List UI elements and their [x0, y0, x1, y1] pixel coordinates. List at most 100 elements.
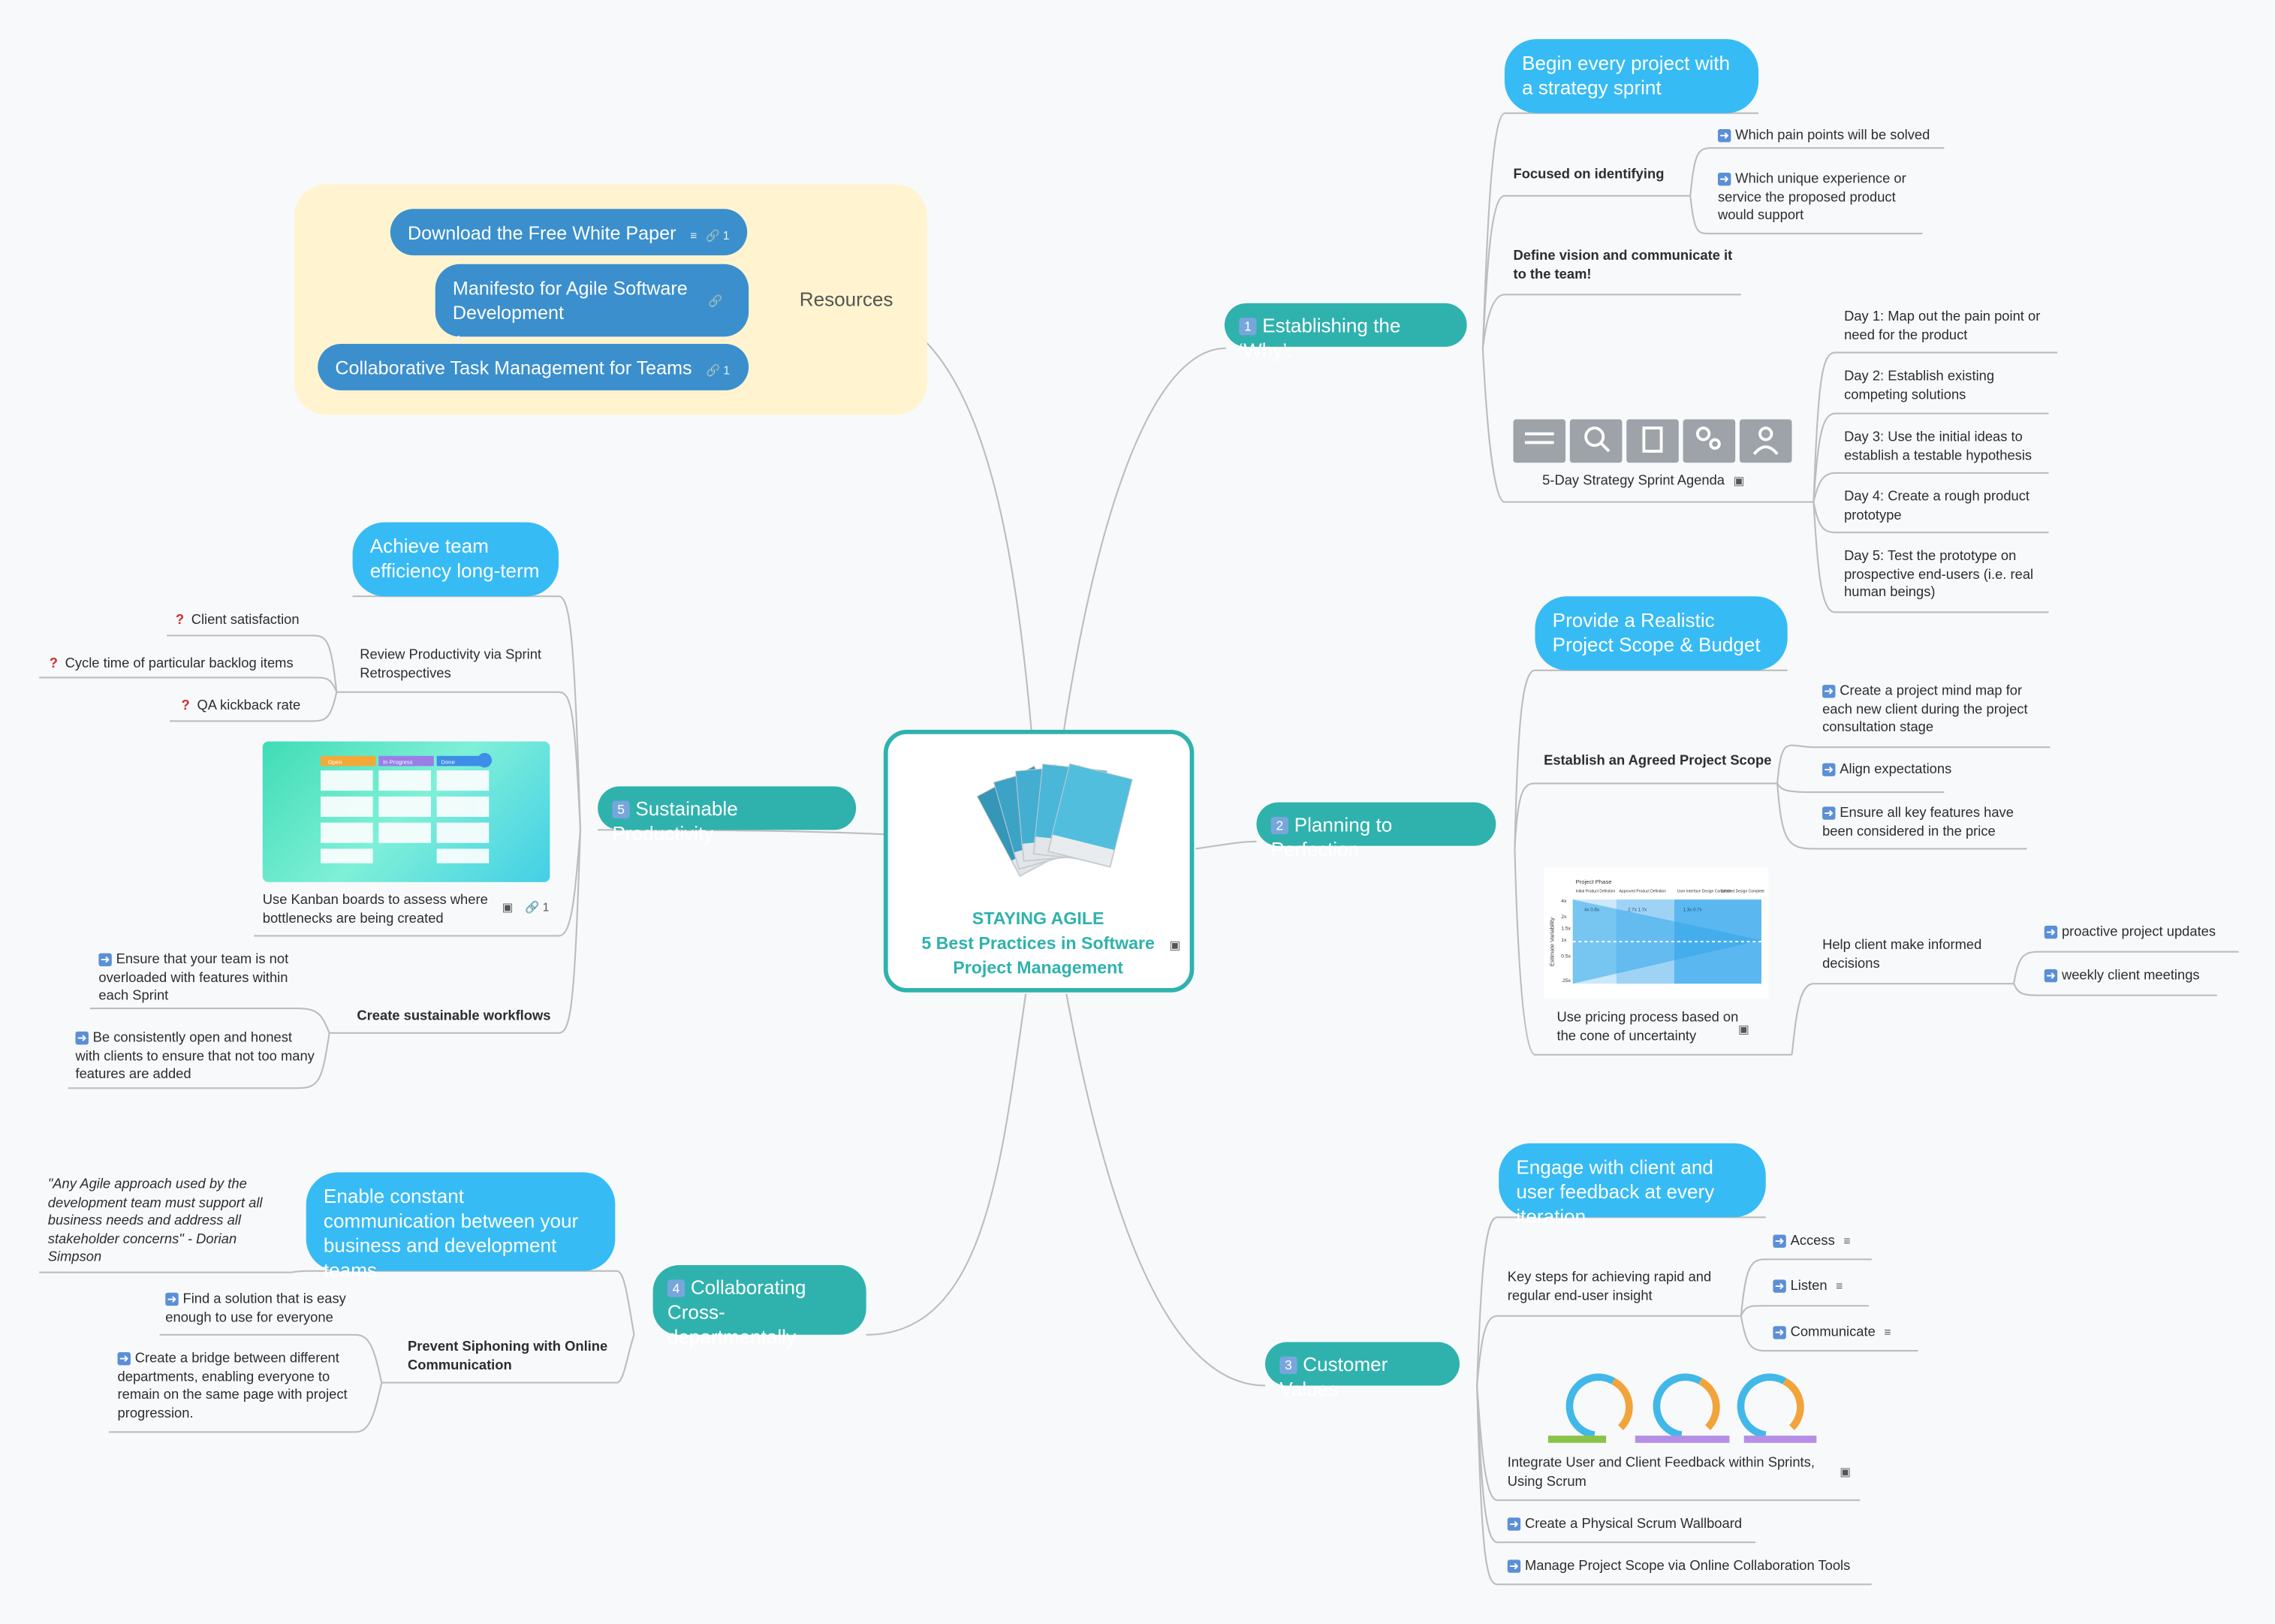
branch-label: Establishing the ‘Why’: [1239, 315, 1401, 362]
chart-axis-label: Estimate Variability [1549, 917, 1556, 966]
key-item-listen[interactable]: ➜Listen≡ [1773, 1278, 1843, 1296]
prevent-item-text: Find a solution that is easy enough to u… [165, 1291, 346, 1326]
kanban-topic[interactable]: Use Kanban boards to assess where bottle… [262, 892, 488, 926]
workflow-item-text: Be consistently open and honest with cli… [75, 1030, 315, 1083]
prevent-item-2[interactable]: ➜Create a bridge between different depar… [117, 1351, 365, 1424]
image-icon: ▣ [1738, 1023, 1749, 1036]
focused-item-text: Which unique experience or service the p… [1717, 171, 1906, 224]
extra-item-text: Manage Project Scope via Online Collabor… [1524, 1558, 1851, 1574]
prevent-item-1[interactable]: ➜Find a solution that is easy enough to … [165, 1291, 369, 1327]
kanban-icons: ▣ 🔗 1 [502, 901, 550, 914]
callout-team-efficiency[interactable]: Achieve team efficiency long-term [352, 522, 559, 597]
workflow-item-1[interactable]: ➜Ensure that your team is not overloaded… [98, 952, 309, 1006]
key-item-text: Access [1790, 1233, 1835, 1249]
link-count: 1 [723, 364, 730, 378]
resource-white-paper-link[interactable]: Download the Free White Paper ≡🔗1 [390, 209, 748, 256]
help-item-text: weekly client meetings [2061, 967, 2200, 984]
chart-y-tick: 0.5x [1561, 954, 1571, 959]
chart-title: Project Phase [1576, 878, 1612, 885]
callout-text: Begin every project with a strategy spri… [1522, 52, 1731, 99]
integrate-topic[interactable]: Integrate User and Client Feedback withi… [1507, 1455, 1815, 1490]
key-item-communicate[interactable]: ➜Communicate≡ [1773, 1324, 1891, 1342]
kanban-in-progress: In Progress [383, 758, 413, 765]
kanban-board-image: Open In Progress Done [262, 741, 550, 882]
sprint-agenda-image [1513, 419, 1792, 463]
review-item-client-satisfaction[interactable]: ?Client satisfaction [176, 612, 300, 630]
define-vision-topic[interactable]: Define vision and communicate it to the … [1513, 248, 1733, 282]
scope-item-2[interactable]: ➜Align expectations [1822, 762, 1951, 780]
callout-text: Engage with client and user feedback at … [1516, 1156, 1715, 1228]
chart-y-tick: .25x [1561, 978, 1571, 984]
focused-topic[interactable]: Focused on identifying [1513, 167, 1665, 183]
focused-item-1[interactable]: ➜Which pain points will be solved [1717, 128, 1930, 146]
image-icon: ▣ [502, 901, 514, 914]
callout-strategy-sprint[interactable]: Begin every project with a strategy spri… [1504, 39, 1759, 113]
central-subtitle-1: 5 Best Practices in Software [921, 933, 1155, 954]
callout-constant-communication[interactable]: Enable constant communication between yo… [306, 1172, 616, 1281]
arrow-right-icon: ➜ [98, 953, 112, 966]
link-count: 1 [542, 901, 550, 914]
prevent-topic[interactable]: Prevent Siphoning with Online Communicat… [408, 1339, 608, 1374]
pricing-text: Use pricing process based on the cone of… [1556, 1009, 1739, 1044]
chart-y-tick: 1x [1561, 938, 1567, 943]
help-item-2[interactable]: ➜weekly client meetings [2044, 968, 2200, 986]
number-3-icon: 3 [1279, 1356, 1297, 1374]
help-item-text: proactive project updates [2061, 923, 2216, 941]
arrow-right-icon: ➜ [1773, 1279, 1786, 1293]
scrum-cycle-image [1541, 1369, 1819, 1445]
review-topic[interactable]: Review Productivity via Sprint Retrospec… [360, 646, 542, 682]
notes-icon: ≡ [1843, 1234, 1851, 1248]
arrow-right-icon: ➜ [1822, 763, 1836, 776]
image-icon: ▣ [1169, 939, 1181, 952]
chart-cell-value: 2.7x 1.7x [1628, 908, 1647, 913]
scope-item-3[interactable]: ➜Ensure all key features have been consi… [1822, 805, 2032, 841]
resource-label: Collaborative Task Management for Teams [335, 357, 692, 379]
central-topic[interactable]: STAYING AGILE 5 Best Practices in Softwa… [883, 729, 1195, 993]
extra-item-wallboard[interactable]: ➜Create a Physical Scrum Wallboard [1507, 1516, 1742, 1534]
kanban-open: Open [328, 758, 342, 765]
key-steps-topic[interactable]: Key steps for achieving rapid and regula… [1507, 1269, 1712, 1304]
image-icon: ▣ [1840, 1465, 1851, 1479]
link-icon: 🔗 [708, 295, 723, 309]
link-icon: 🔗 [525, 901, 540, 914]
review-item-cycle-time[interactable]: ?Cycle time of particular backlog items [50, 655, 294, 673]
question-icon: ? [49, 655, 58, 672]
review-item-text: QA kickback rate [197, 698, 301, 714]
chart-cell-value: 4x 0.6x [1584, 908, 1600, 913]
callout-text: Provide a Realistic Project Scope & Budg… [1552, 609, 1761, 656]
arrow-right-icon: ➜ [1717, 172, 1731, 186]
scope-item-1[interactable]: ➜Create a project mind map for each new … [1822, 683, 2054, 737]
question-icon: ? [175, 612, 185, 628]
day-4-item[interactable]: Day 4: Create a rough product prototype [1844, 489, 2030, 523]
number-2-icon: 2 [1270, 816, 1288, 835]
review-item-qa-kickback[interactable]: ?QA kickback rate [182, 698, 301, 716]
help-topic[interactable]: Help client make informed decisions [1822, 937, 1982, 972]
day-1-item[interactable]: Day 1: Map out the pain point or need fo… [1844, 309, 2041, 344]
key-item-text: Listen [1790, 1278, 1828, 1294]
key-item-access[interactable]: ➜Access≡ [1773, 1234, 1850, 1252]
day-5-item[interactable]: Day 5: Test the prototype on prospective… [1844, 548, 2034, 601]
extra-item-online-tools[interactable]: ➜Manage Project Scope via Online Collabo… [1507, 1558, 1851, 1576]
pricing-topic[interactable]: Use pricing process based on the cone of… [1556, 1010, 1760, 1046]
chart-column-label: Approved Product Definition [1620, 889, 1667, 893]
workflow-item-2[interactable]: ➜Be consistently open and honest with cl… [75, 1030, 315, 1084]
chart-cell-value: 1.3x 0.7x [1683, 908, 1703, 913]
workflows-topic[interactable]: Create sustainable workflows [357, 1008, 551, 1025]
callout-project-scope[interactable]: Provide a Realistic Project Scope & Budg… [1535, 596, 1788, 670]
day-3-item[interactable]: Day 3: Use the initial ideas to establis… [1844, 429, 2032, 464]
help-item-1[interactable]: ➜proactive project updates [2044, 924, 2216, 942]
notes-icon: ≡ [690, 229, 698, 243]
resource-task-management-link[interactable]: Collaborative Task Management for Teams … [318, 343, 749, 390]
resource-manifesto-link[interactable]: Manifesto for Agile Software Development… [435, 264, 749, 347]
sprint-agenda-topic[interactable]: 5-Day Strategy Sprint Agenda▣ [1542, 473, 1744, 491]
focused-item-2[interactable]: ➜Which unique experience or service the … [1717, 171, 1921, 225]
callout-engage-feedback[interactable]: Engage with client and user feedback at … [1499, 1143, 1766, 1228]
day-2-item[interactable]: Day 2: Establish existing competing solu… [1844, 368, 1995, 403]
arrow-right-icon: ➜ [1822, 806, 1836, 820]
scope-topic[interactable]: Establish an Agreed Project Scope [1544, 752, 1772, 770]
